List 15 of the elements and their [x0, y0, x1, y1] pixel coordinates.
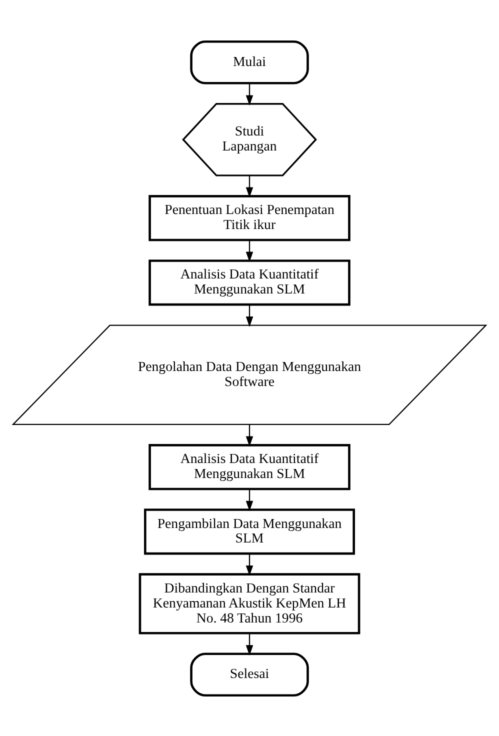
arrow	[246, 553, 254, 576]
node-box: Selesai	[190, 652, 309, 696]
node-box: Dibandingkan Dengan Standar Kenyamanan Akustik KepMen LH No. 48 Tahun 1996	[138, 572, 360, 634]
node-box: Mulai	[190, 40, 309, 84]
node-box: Analisis Data Kuantitatif Menggunakan SLM	[148, 444, 350, 490]
arrow	[246, 424, 254, 446]
node-box: Penentuan Lokasi Penempatan Titik ikur	[148, 194, 350, 241]
arrow	[246, 488, 254, 511]
arrow	[246, 632, 254, 656]
arrow	[246, 82, 254, 106]
arrow	[246, 240, 254, 262]
node-box: Pengambilan Data Menggunakan SLM	[144, 508, 355, 554]
node-box: Analisis Data Kuantitatif Menggunakan SLM	[148, 259, 350, 306]
arrow	[246, 304, 254, 326]
arrow	[246, 175, 254, 198]
